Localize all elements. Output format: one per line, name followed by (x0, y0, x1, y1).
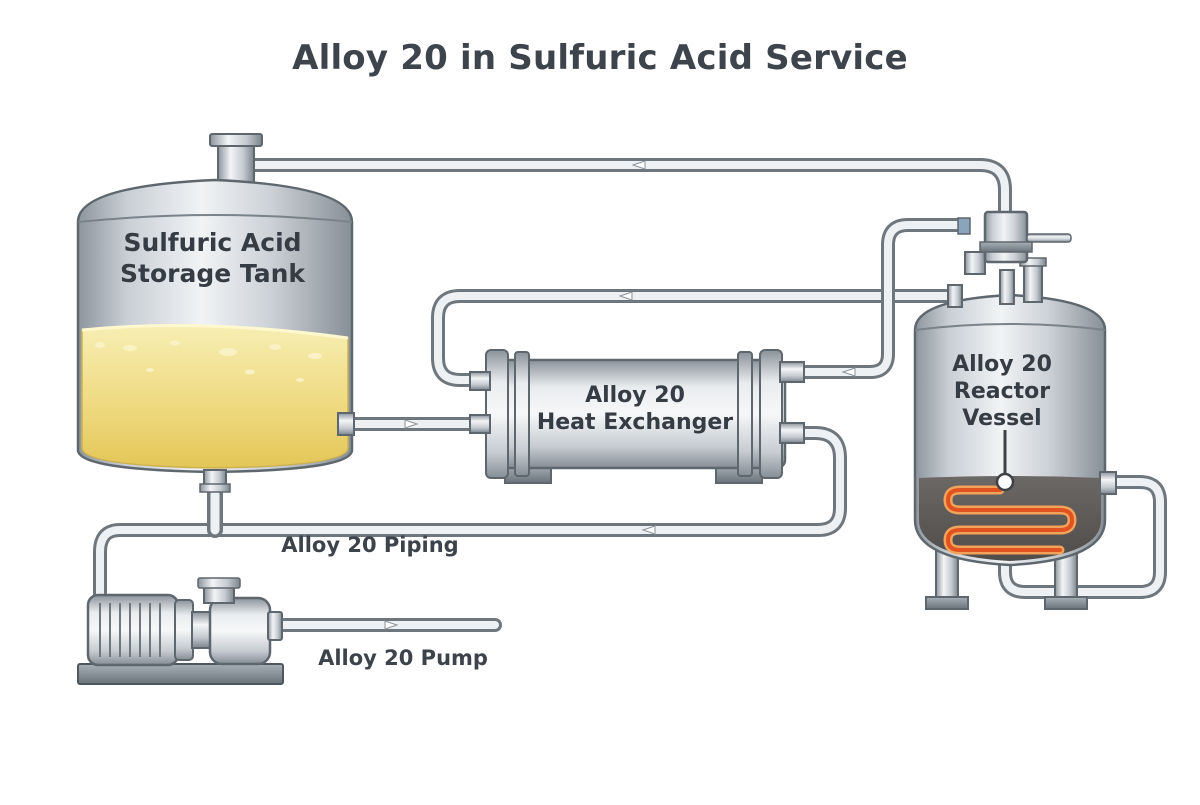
temperature-probe-icon (995, 472, 1015, 492)
reactor-vessel-label: Alloy 20 Reactor Vessel (912, 352, 1092, 432)
pump-label: Alloy 20 Pump (318, 646, 488, 670)
alloy-20-pump (77, 577, 284, 685)
sulfuric-acid-storage-tank (76, 133, 355, 493)
pump-casing (208, 596, 272, 666)
alloy-20-heat-exchanger (469, 349, 805, 484)
reactor-contents (919, 476, 1101, 561)
heat-exchanger-label: Alloy 20 Heat Exchanger (535, 383, 735, 437)
control-valve-body (983, 210, 1029, 264)
reactor-vessel-label-line2: Reactor Vessel (953, 378, 1051, 431)
flow-arrow-icon (641, 525, 656, 535)
flow-arrow-icon (404, 419, 419, 429)
flow-arrow-icon (631, 160, 646, 170)
flow-arrow-icon (384, 620, 399, 630)
pump-motor (86, 593, 180, 667)
piping-label: Alloy 20 Piping (281, 533, 459, 557)
diagram-title: Alloy 20 in Sulfuric Acid Service (292, 38, 908, 78)
pump-base-plate (77, 663, 284, 685)
heat-exchanger-label-line2: Heat Exchanger (536, 409, 734, 435)
storage-tank-label-line1: Sulfuric Acid (123, 228, 302, 257)
storage-tank-label-line2: Storage Tank (119, 258, 305, 288)
flow-arrow-icon (841, 367, 856, 377)
sulfuric-acid-liquid (81, 324, 349, 469)
reactor-vessel-label-line1: Alloy 20 (952, 352, 1052, 377)
heat-exchanger-label-line1: Alloy 20 (585, 383, 685, 408)
storage-tank-label: Sulfuric Acid Storage Tank (80, 228, 345, 289)
alloy-20-reactor-vessel (913, 210, 1117, 610)
flow-arrow-icon (618, 291, 633, 301)
flow-arrows (384, 160, 856, 630)
